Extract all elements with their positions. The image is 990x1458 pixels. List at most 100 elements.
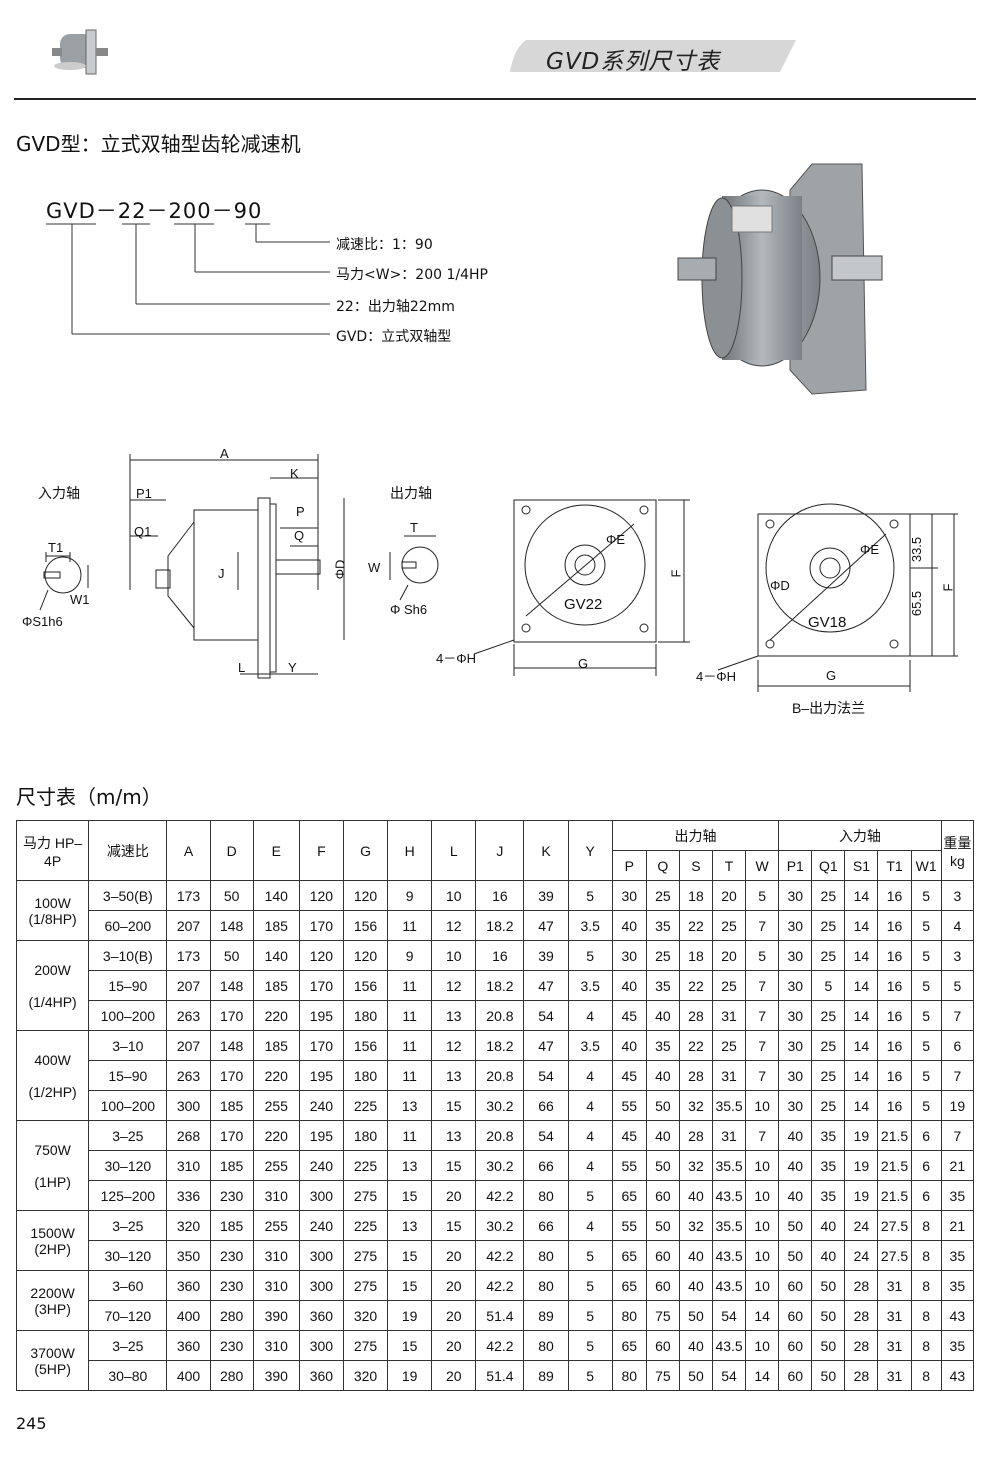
value-cell: 220 <box>252 1060 300 1091</box>
value-cell: 28 <box>678 1120 714 1151</box>
model-code-power-desc: 马力<W>：200 1/4HP <box>336 267 488 283</box>
value-cell: 275 <box>342 1180 389 1211</box>
value-cell: 6 <box>910 1120 942 1151</box>
value-cell: 35 <box>645 1030 680 1061</box>
gear-reducer-photo <box>677 163 883 395</box>
hp-cell: 1500W(2HP) <box>15 1210 90 1271</box>
hp-horsepower: (1/4HP) <box>28 993 77 1010</box>
value-cell: 4 <box>567 1150 613 1181</box>
value-cell: 120 <box>298 940 344 971</box>
value-cell: 5 <box>910 1060 942 1091</box>
dim-k: K <box>290 466 299 481</box>
header-ratio: 减速比 <box>88 820 168 881</box>
value-cell: 148 <box>209 970 254 1001</box>
value-cell: 20 <box>431 1270 477 1301</box>
value-cell: 16 <box>877 1030 912 1061</box>
value-cell: 225 <box>342 1090 389 1121</box>
hp-watts: 3700W <box>30 1344 75 1361</box>
value-cell: 7 <box>745 910 780 941</box>
value-cell: 21.5 <box>877 1120 912 1151</box>
value-cell: 7 <box>745 1000 780 1031</box>
value-cell: 43.5 <box>712 1330 747 1361</box>
value-cell: 11 <box>387 970 433 1001</box>
value-cell: 230 <box>209 1270 254 1301</box>
value-cell: 185 <box>209 1210 254 1241</box>
value-cell: 5 <box>567 940 613 971</box>
value-cell: 20.8 <box>475 1060 525 1091</box>
value-cell: 28 <box>678 1000 714 1031</box>
value-cell: 4 <box>567 1090 613 1121</box>
value-cell: 195 <box>298 1060 344 1091</box>
value-cell: 5 <box>910 940 942 971</box>
value-cell: 7 <box>745 1120 780 1151</box>
value-cell: 185 <box>209 1150 254 1181</box>
header-logo-motor <box>50 22 112 84</box>
value-cell: 24 <box>844 1210 879 1241</box>
value-cell: 25 <box>712 910 747 941</box>
value-cell: 16 <box>877 1000 912 1031</box>
value-cell: 10 <box>431 940 477 971</box>
value-cell: 31 <box>877 1360 912 1391</box>
hp-cell: 2200W(3HP) <box>15 1270 90 1331</box>
value-cell: 207 <box>166 970 211 1001</box>
dim-h-gv22: 4－ΦH <box>436 651 476 666</box>
value-cell: 51.4 <box>475 1300 525 1331</box>
value-cell: 60 <box>645 1270 680 1301</box>
value-cell: 35 <box>811 1150 846 1181</box>
header-input-shaft: 入力轴 <box>778 820 942 851</box>
header-h: H <box>387 820 433 881</box>
hp-horsepower: (1/2HP) <box>28 1083 77 1100</box>
value-cell: 8 <box>910 1300 942 1331</box>
value-cell: 50 <box>645 1090 680 1121</box>
value-cell: 50 <box>811 1270 846 1301</box>
value-cell: 13 <box>431 1060 477 1091</box>
value-cell: 5 <box>910 1000 942 1031</box>
value-cell: 7 <box>940 1120 975 1151</box>
dim-h-gv18: 4－ΦH <box>696 669 736 684</box>
value-cell: 40 <box>611 910 647 941</box>
header-e: E <box>252 820 300 881</box>
value-cell: 30.2 <box>475 1150 525 1181</box>
value-cell: 80 <box>523 1330 569 1361</box>
value-cell: 20.8 <box>475 1000 525 1031</box>
value-cell: 18 <box>678 880 714 911</box>
value-cell: 47 <box>523 910 569 941</box>
dim-y: Y <box>288 660 297 675</box>
value-cell: 4 <box>567 1210 613 1241</box>
value-cell: 18 <box>678 940 714 971</box>
value-cell: 55 <box>611 1090 647 1121</box>
value-cell: 15 <box>387 1270 433 1301</box>
value-cell: 225 <box>342 1210 389 1241</box>
value-cell: 3 <box>940 880 975 911</box>
dim-d: ΦD <box>332 559 348 580</box>
value-cell: 21 <box>940 1210 975 1241</box>
value-cell: 7 <box>745 970 780 1001</box>
value-cell: 50 <box>678 1300 714 1331</box>
value-cell: 80 <box>611 1360 647 1391</box>
value-cell: 27.5 <box>877 1240 912 1271</box>
value-cell: 27.5 <box>877 1210 912 1241</box>
value-cell: 30 <box>778 1090 813 1121</box>
header-y: Y <box>567 820 613 881</box>
value-cell: 54 <box>523 1060 569 1091</box>
value-cell: 12 <box>431 1030 477 1061</box>
value-cell: 180 <box>342 1060 389 1091</box>
ratio-cell: 3–10(B) <box>88 940 168 971</box>
value-cell: 390 <box>252 1300 300 1331</box>
value-cell: 275 <box>342 1240 389 1271</box>
model-code-type-desc: GVD：立式双轴型 <box>336 329 452 345</box>
ratio-cell: 3–25 <box>88 1120 168 1151</box>
value-cell: 5 <box>910 970 942 1001</box>
value-cell: 20.8 <box>475 1120 525 1151</box>
header-in-w1: W1 <box>910 850 942 881</box>
value-cell: 4 <box>567 1060 613 1091</box>
value-cell: 65 <box>611 1180 647 1211</box>
value-cell: 43 <box>940 1300 975 1331</box>
value-cell: 39 <box>523 880 569 911</box>
value-cell: 13 <box>387 1090 433 1121</box>
value-cell: 35 <box>811 1180 846 1211</box>
value-cell: 25 <box>645 880 680 911</box>
